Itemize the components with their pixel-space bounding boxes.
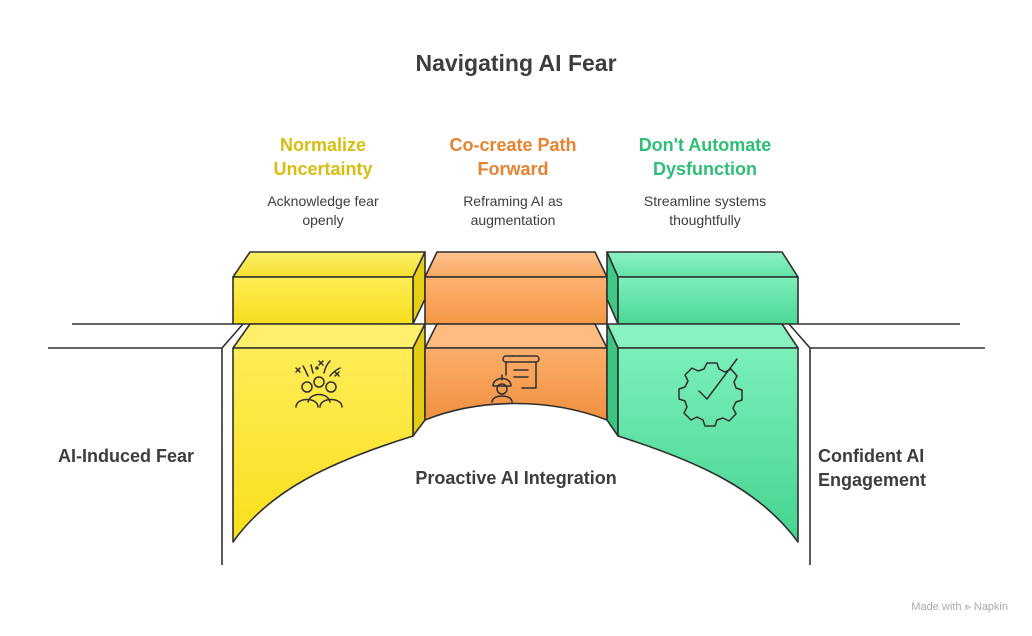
celebrating-people-icon [295,360,343,408]
step-desc-dont-automate: Streamline systems thoughtfully [643,193,767,228]
upper-block-yellow [232,251,426,325]
step-desc-normalize-uncertainty: Acknowledge fear openly [267,193,379,228]
diagram-title: Navigating AI Fear [415,50,617,76]
step-title-dont-automate: Don't Automate Dysfunction [638,135,772,179]
right-label: Confident AI Engagement [818,446,927,490]
pillar-orange [424,323,608,421]
left-label: AI-Induced Fear [58,446,195,466]
step-title-co-create-path: Co-create Path Forward [449,135,577,179]
step-title-normalize-uncertainty: Normalize Uncertainty [273,135,373,179]
pillar-green [606,323,799,543]
center-label: Proactive AI Integration [415,468,617,488]
upper-block-orange [424,251,608,325]
ground-lines [48,323,985,565]
engineer-blueprint-icon [491,355,540,403]
pillar-yellow [232,323,426,543]
step-desc-co-create-path: Reframing AI as augmentation [463,193,563,228]
gear-check-icon [678,358,743,427]
upper-block-green [606,251,799,325]
napkin-watermark: Made with ⪢ Napkin [911,601,1008,613]
